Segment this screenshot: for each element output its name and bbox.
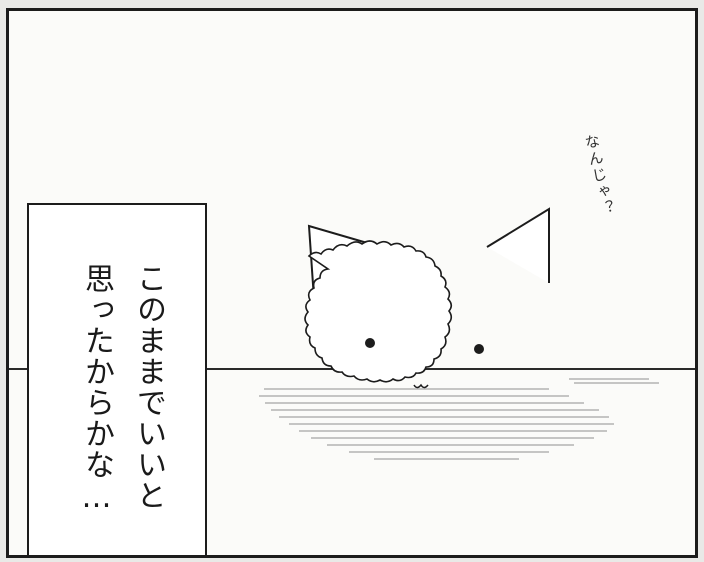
caption-line-2: 思ったからかな… [79,263,114,516]
cat-illustration [259,207,659,460]
left-eye [365,338,375,348]
caption-box: このままでいいと 思ったからかな… [27,203,207,555]
right-ear [486,207,550,283]
right-eye [474,344,484,354]
cat-body [304,240,453,383]
caption-line-1: このままでいいと [131,263,166,511]
manga-panel: なんじゃ？ このままでいいと 思ったからかな… [6,8,698,558]
cat-mouth [413,383,429,389]
shadow-hatching [259,378,659,460]
